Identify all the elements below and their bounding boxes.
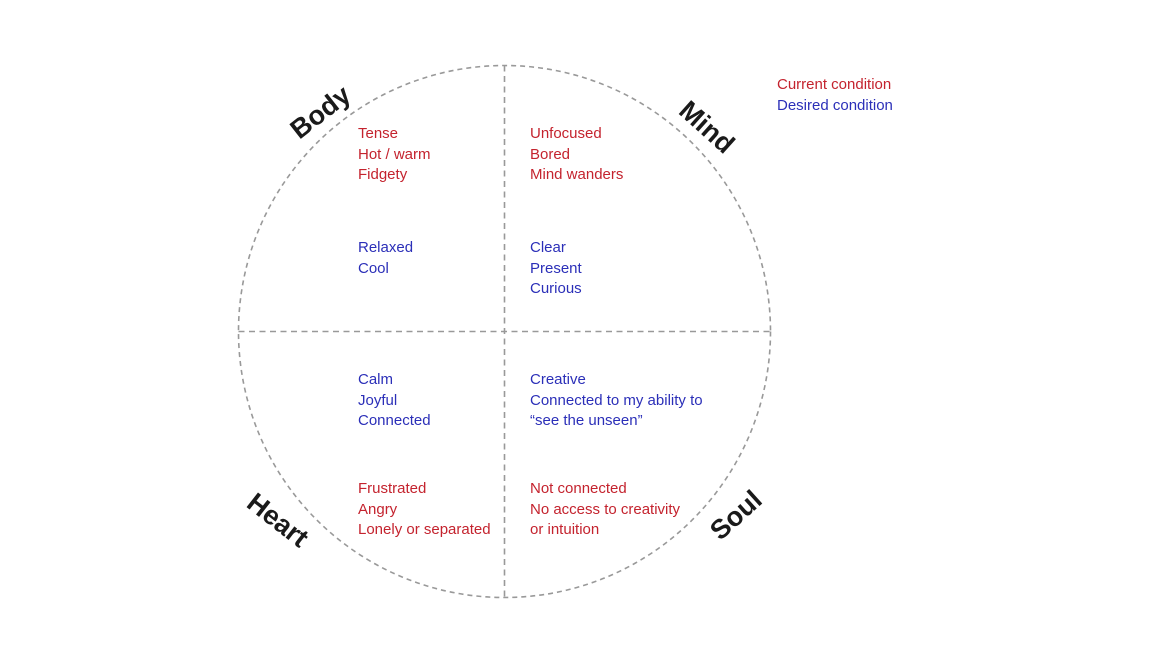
condition-line: Tense xyxy=(358,125,399,142)
legend-current-condition: Current condition xyxy=(777,76,892,93)
mind-desired-conditions: Clear Present Curious xyxy=(530,238,582,300)
heart-desired-conditions: Calm Joyful Connected xyxy=(358,370,431,432)
condition-line: Clear xyxy=(530,239,566,256)
condition-line: Frustrated xyxy=(358,480,427,497)
condition-line: Mind wanders xyxy=(530,166,624,183)
mind-current-conditions: Unfocused Bored Mind wanders xyxy=(530,124,623,186)
condition-line: Not connected xyxy=(530,480,627,497)
condition-line: Bored xyxy=(530,145,571,163)
condition-legend: Current condition Desired condition xyxy=(777,74,893,116)
soul-desired-conditions: Creative Connected to my ability to “see… xyxy=(530,370,703,432)
condition-line: Connected xyxy=(358,412,431,429)
condition-line: “see the unseen” xyxy=(530,412,643,429)
legend-desired-condition: Desired condition xyxy=(777,97,893,114)
condition-line: Unfocused xyxy=(530,125,602,142)
body-desired-conditions: Relaxed Cool xyxy=(358,238,413,279)
condition-line: Curious xyxy=(530,280,582,297)
condition-line: Fidgety xyxy=(358,166,408,183)
condition-line: Cool xyxy=(358,259,389,277)
condition-line: No access to creativity xyxy=(530,500,681,518)
condition-line: Relaxed xyxy=(358,239,414,256)
condition-line: or intuition xyxy=(530,521,600,538)
condition-line: Hot / warm xyxy=(358,145,431,163)
condition-line: Angry xyxy=(358,500,398,518)
body-current-conditions: Tense Hot / warm Fidgety xyxy=(358,124,431,186)
condition-line: Present xyxy=(530,259,582,277)
condition-line: Connected to my ability to xyxy=(530,391,703,409)
condition-line: Joyful xyxy=(358,391,398,409)
condition-line: Calm xyxy=(358,371,394,388)
condition-line: Lonely or separated xyxy=(358,521,491,538)
condition-line: Creative xyxy=(530,371,586,388)
heart-current-conditions: Frustrated Angry Lonely or separated xyxy=(358,479,491,541)
soul-current-conditions: Not connected No access to creativity or… xyxy=(530,479,680,541)
